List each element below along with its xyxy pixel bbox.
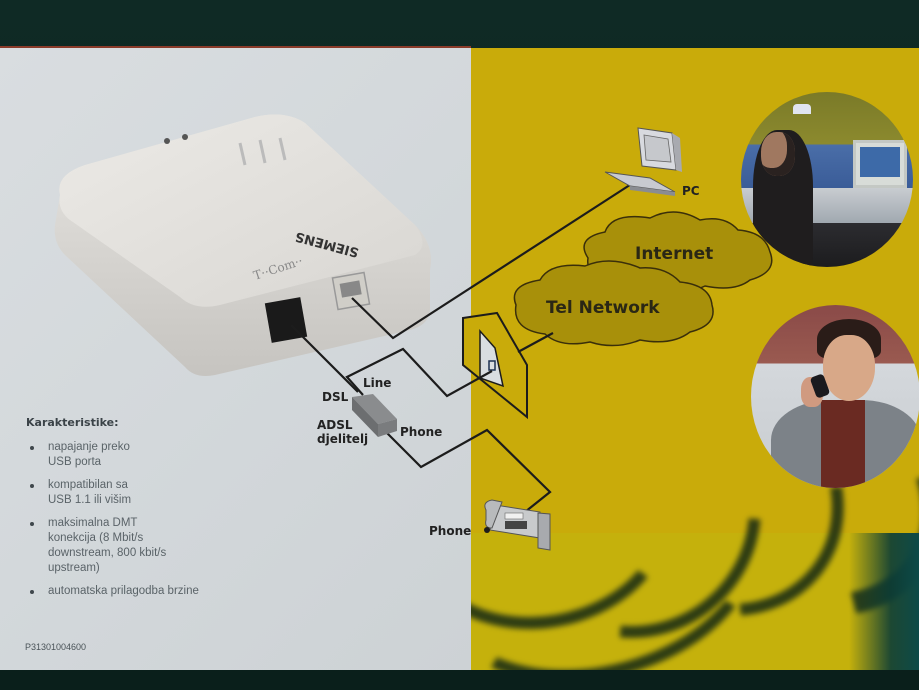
- background-surface: [0, 668, 919, 690]
- tel-network-cloud: [513, 260, 714, 347]
- dsl-cable: [290, 324, 359, 393]
- splitter-dsl-label: DSL: [322, 390, 349, 404]
- line-cable: [345, 347, 493, 398]
- swoosh-band: [471, 533, 919, 670]
- monitor: [853, 140, 907, 188]
- tel-network-label: Tel Network: [546, 298, 660, 318]
- phone-label: Phone: [429, 524, 472, 538]
- wall-socket-icon: [462, 311, 528, 420]
- desk-lamp: [793, 104, 811, 114]
- adsl-modem-image: SIEMENS T··Com··: [54, 114, 431, 377]
- splitter-line-label: Line: [363, 376, 392, 390]
- adsl-splitter-label: ADSL djelitelj: [317, 418, 369, 446]
- woman-on-phone-photo: [751, 305, 919, 488]
- splitter-phone-label: Phone: [400, 425, 443, 439]
- desk-telephone-icon: [484, 499, 551, 551]
- spec-item: automatska prilagodba brzine: [28, 584, 258, 599]
- adsl-splitter-icon: [352, 394, 397, 437]
- spec-item: kompatibilan sa USB 1.1 ili višim: [28, 478, 258, 508]
- spec-item: napajanje preko USB porta: [28, 440, 258, 470]
- person-head: [761, 132, 795, 176]
- blouse: [821, 400, 865, 488]
- specs-list: napajanje preko USB porta kompatibilan s…: [28, 440, 258, 607]
- spec-item: maksimalna DMT konekcija (8 Mbit/s downs…: [28, 516, 258, 576]
- phone-cable: [383, 428, 552, 513]
- product-code: P31301004600: [25, 642, 87, 652]
- socket-network-cable: [517, 332, 554, 353]
- face: [823, 335, 875, 401]
- card-edge: [0, 46, 471, 49]
- specs-title: Karakteristike:: [26, 416, 119, 429]
- dark-corner: [849, 533, 919, 670]
- pc-label: PC: [682, 184, 700, 198]
- right-panel: [471, 48, 919, 670]
- desktop-computer-icon: [604, 127, 682, 196]
- internet-label: Internet: [635, 244, 714, 264]
- office-worker-photo: [741, 92, 913, 267]
- usb-cable: [351, 180, 637, 340]
